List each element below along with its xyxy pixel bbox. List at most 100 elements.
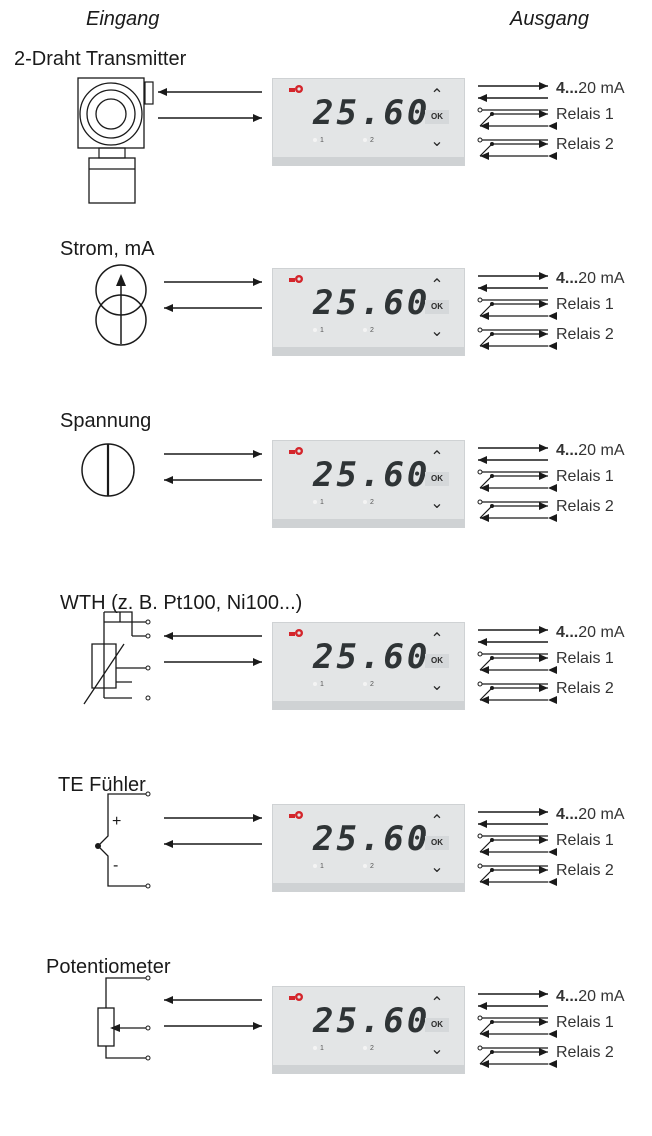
arrow-head bbox=[548, 1030, 557, 1038]
neck bbox=[98, 147, 126, 159]
arrow-head bbox=[539, 654, 548, 662]
current-range-prefix: 4 bbox=[556, 442, 565, 459]
current-range-prefix: 4 bbox=[556, 624, 565, 641]
relay-pivot bbox=[490, 504, 494, 508]
arrow-head bbox=[478, 820, 487, 828]
arrow-head bbox=[539, 82, 548, 90]
relay-switch bbox=[479, 333, 548, 347]
display-value: 25.60 bbox=[313, 283, 431, 323]
led-1: 1 bbox=[313, 137, 324, 144]
thermocouple-wires bbox=[97, 793, 146, 887]
indicator-device: 25.60 1 2 ⌃ OK ⌄ bbox=[272, 986, 465, 1074]
up-button[interactable]: ⌃ bbox=[430, 277, 444, 294]
arrow-head bbox=[478, 94, 487, 102]
arrow-head bbox=[253, 278, 262, 286]
arrow-head bbox=[480, 312, 489, 320]
relay-switch bbox=[479, 657, 548, 671]
arrow-head bbox=[548, 696, 557, 704]
current-range-suffix: 20 mA bbox=[578, 624, 625, 641]
current-output-label: 4...20 mA bbox=[556, 442, 625, 460]
arrow-head bbox=[164, 632, 173, 640]
current-range-prefix: 4 bbox=[556, 806, 565, 823]
relay-contact bbox=[477, 327, 483, 333]
arrow-head bbox=[158, 88, 167, 96]
relay-switch bbox=[479, 1051, 548, 1065]
current-range-suffix: 20 mA bbox=[578, 80, 625, 97]
up-button[interactable]: ⌃ bbox=[430, 813, 444, 830]
down-button[interactable]: ⌄ bbox=[430, 495, 444, 512]
arrow-head bbox=[253, 658, 262, 666]
relay-1-label: Relais 1 bbox=[556, 296, 614, 313]
input-section: WTH (z. B. Pt100, Ni100...) 25.60 1 2 ⌃ … bbox=[0, 592, 652, 772]
current-output-label: 4...20 mA bbox=[556, 80, 625, 98]
down-button[interactable]: ⌄ bbox=[430, 133, 444, 150]
arrow-head bbox=[253, 1022, 262, 1030]
section-title: Spannung bbox=[60, 410, 152, 432]
display-value: 25.60 bbox=[313, 1001, 431, 1041]
arrow-head bbox=[480, 666, 489, 674]
device-bottom-strip bbox=[273, 157, 464, 165]
rtd-symbol bbox=[83, 611, 146, 705]
ok-button[interactable]: OK bbox=[425, 110, 449, 124]
relay-pivot bbox=[490, 112, 494, 116]
device-bottom-strip bbox=[273, 519, 464, 527]
indicator-device: 25.60 1 2 ⌃ OK ⌄ bbox=[272, 78, 465, 166]
arrow-head bbox=[480, 484, 489, 492]
minus-sign: - bbox=[113, 857, 118, 874]
current-output-label: 4...20 mA bbox=[556, 270, 625, 288]
pot-wires bbox=[105, 977, 146, 1059]
ok-button[interactable]: OK bbox=[425, 836, 449, 850]
brand-logo bbox=[289, 811, 303, 819]
relay-switch bbox=[479, 303, 548, 317]
down-button[interactable]: ⌄ bbox=[430, 1041, 444, 1058]
arrow-head bbox=[539, 1018, 548, 1026]
relay-1-label: Relais 1 bbox=[556, 650, 614, 667]
down-button[interactable]: ⌄ bbox=[430, 859, 444, 876]
relay-contact bbox=[477, 297, 483, 303]
arrow-head bbox=[539, 330, 548, 338]
indicator-device: 25.60 1 2 ⌃ OK ⌄ bbox=[272, 804, 465, 892]
arrow-head bbox=[480, 848, 489, 856]
down-button[interactable]: ⌄ bbox=[430, 677, 444, 694]
up-button[interactable]: ⌃ bbox=[430, 631, 444, 648]
relay-pivot bbox=[490, 656, 494, 660]
relay-2-label: Relais 2 bbox=[556, 326, 614, 343]
up-button[interactable]: ⌃ bbox=[430, 87, 444, 104]
arrow-head bbox=[253, 450, 262, 458]
ok-button[interactable]: OK bbox=[425, 472, 449, 486]
led-1: 1 bbox=[313, 499, 324, 506]
relay-pivot bbox=[490, 1050, 494, 1054]
arrow-head bbox=[253, 114, 262, 122]
up-button[interactable]: ⌃ bbox=[430, 449, 444, 466]
thermocouple-icon: +- bbox=[95, 791, 557, 889]
relay-contact bbox=[477, 499, 483, 505]
arrow-head bbox=[539, 444, 548, 452]
led-2: 2 bbox=[363, 499, 374, 506]
relay-switch bbox=[479, 839, 548, 853]
display-value: 25.60 bbox=[313, 455, 431, 495]
ok-button[interactable]: OK bbox=[425, 300, 449, 314]
arrow-head bbox=[539, 626, 548, 634]
brand-logo bbox=[289, 85, 303, 93]
plus-sign: + bbox=[112, 813, 121, 830]
arrow-head bbox=[548, 514, 557, 522]
relay-switch bbox=[479, 475, 548, 489]
ok-button[interactable]: OK bbox=[425, 654, 449, 668]
current-range-ellipsis: ... bbox=[564, 80, 579, 97]
current-range-ellipsis: ... bbox=[564, 806, 579, 823]
relay-pivot bbox=[490, 1020, 494, 1024]
voltage-source-icon bbox=[81, 443, 557, 522]
relay-switch bbox=[479, 505, 548, 519]
arrow-head bbox=[539, 300, 548, 308]
current-range-ellipsis: ... bbox=[564, 270, 579, 287]
arrow-head bbox=[164, 476, 173, 484]
up-button[interactable]: ⌃ bbox=[430, 995, 444, 1012]
current-range-ellipsis: ... bbox=[564, 988, 579, 1005]
down-button[interactable]: ⌄ bbox=[430, 323, 444, 340]
relay-2-label: Relais 2 bbox=[556, 1044, 614, 1061]
current-output-label: 4...20 mA bbox=[556, 806, 625, 824]
ok-button[interactable]: OK bbox=[425, 1018, 449, 1032]
relay-pivot bbox=[490, 332, 494, 336]
device-bottom-strip bbox=[273, 1065, 464, 1073]
